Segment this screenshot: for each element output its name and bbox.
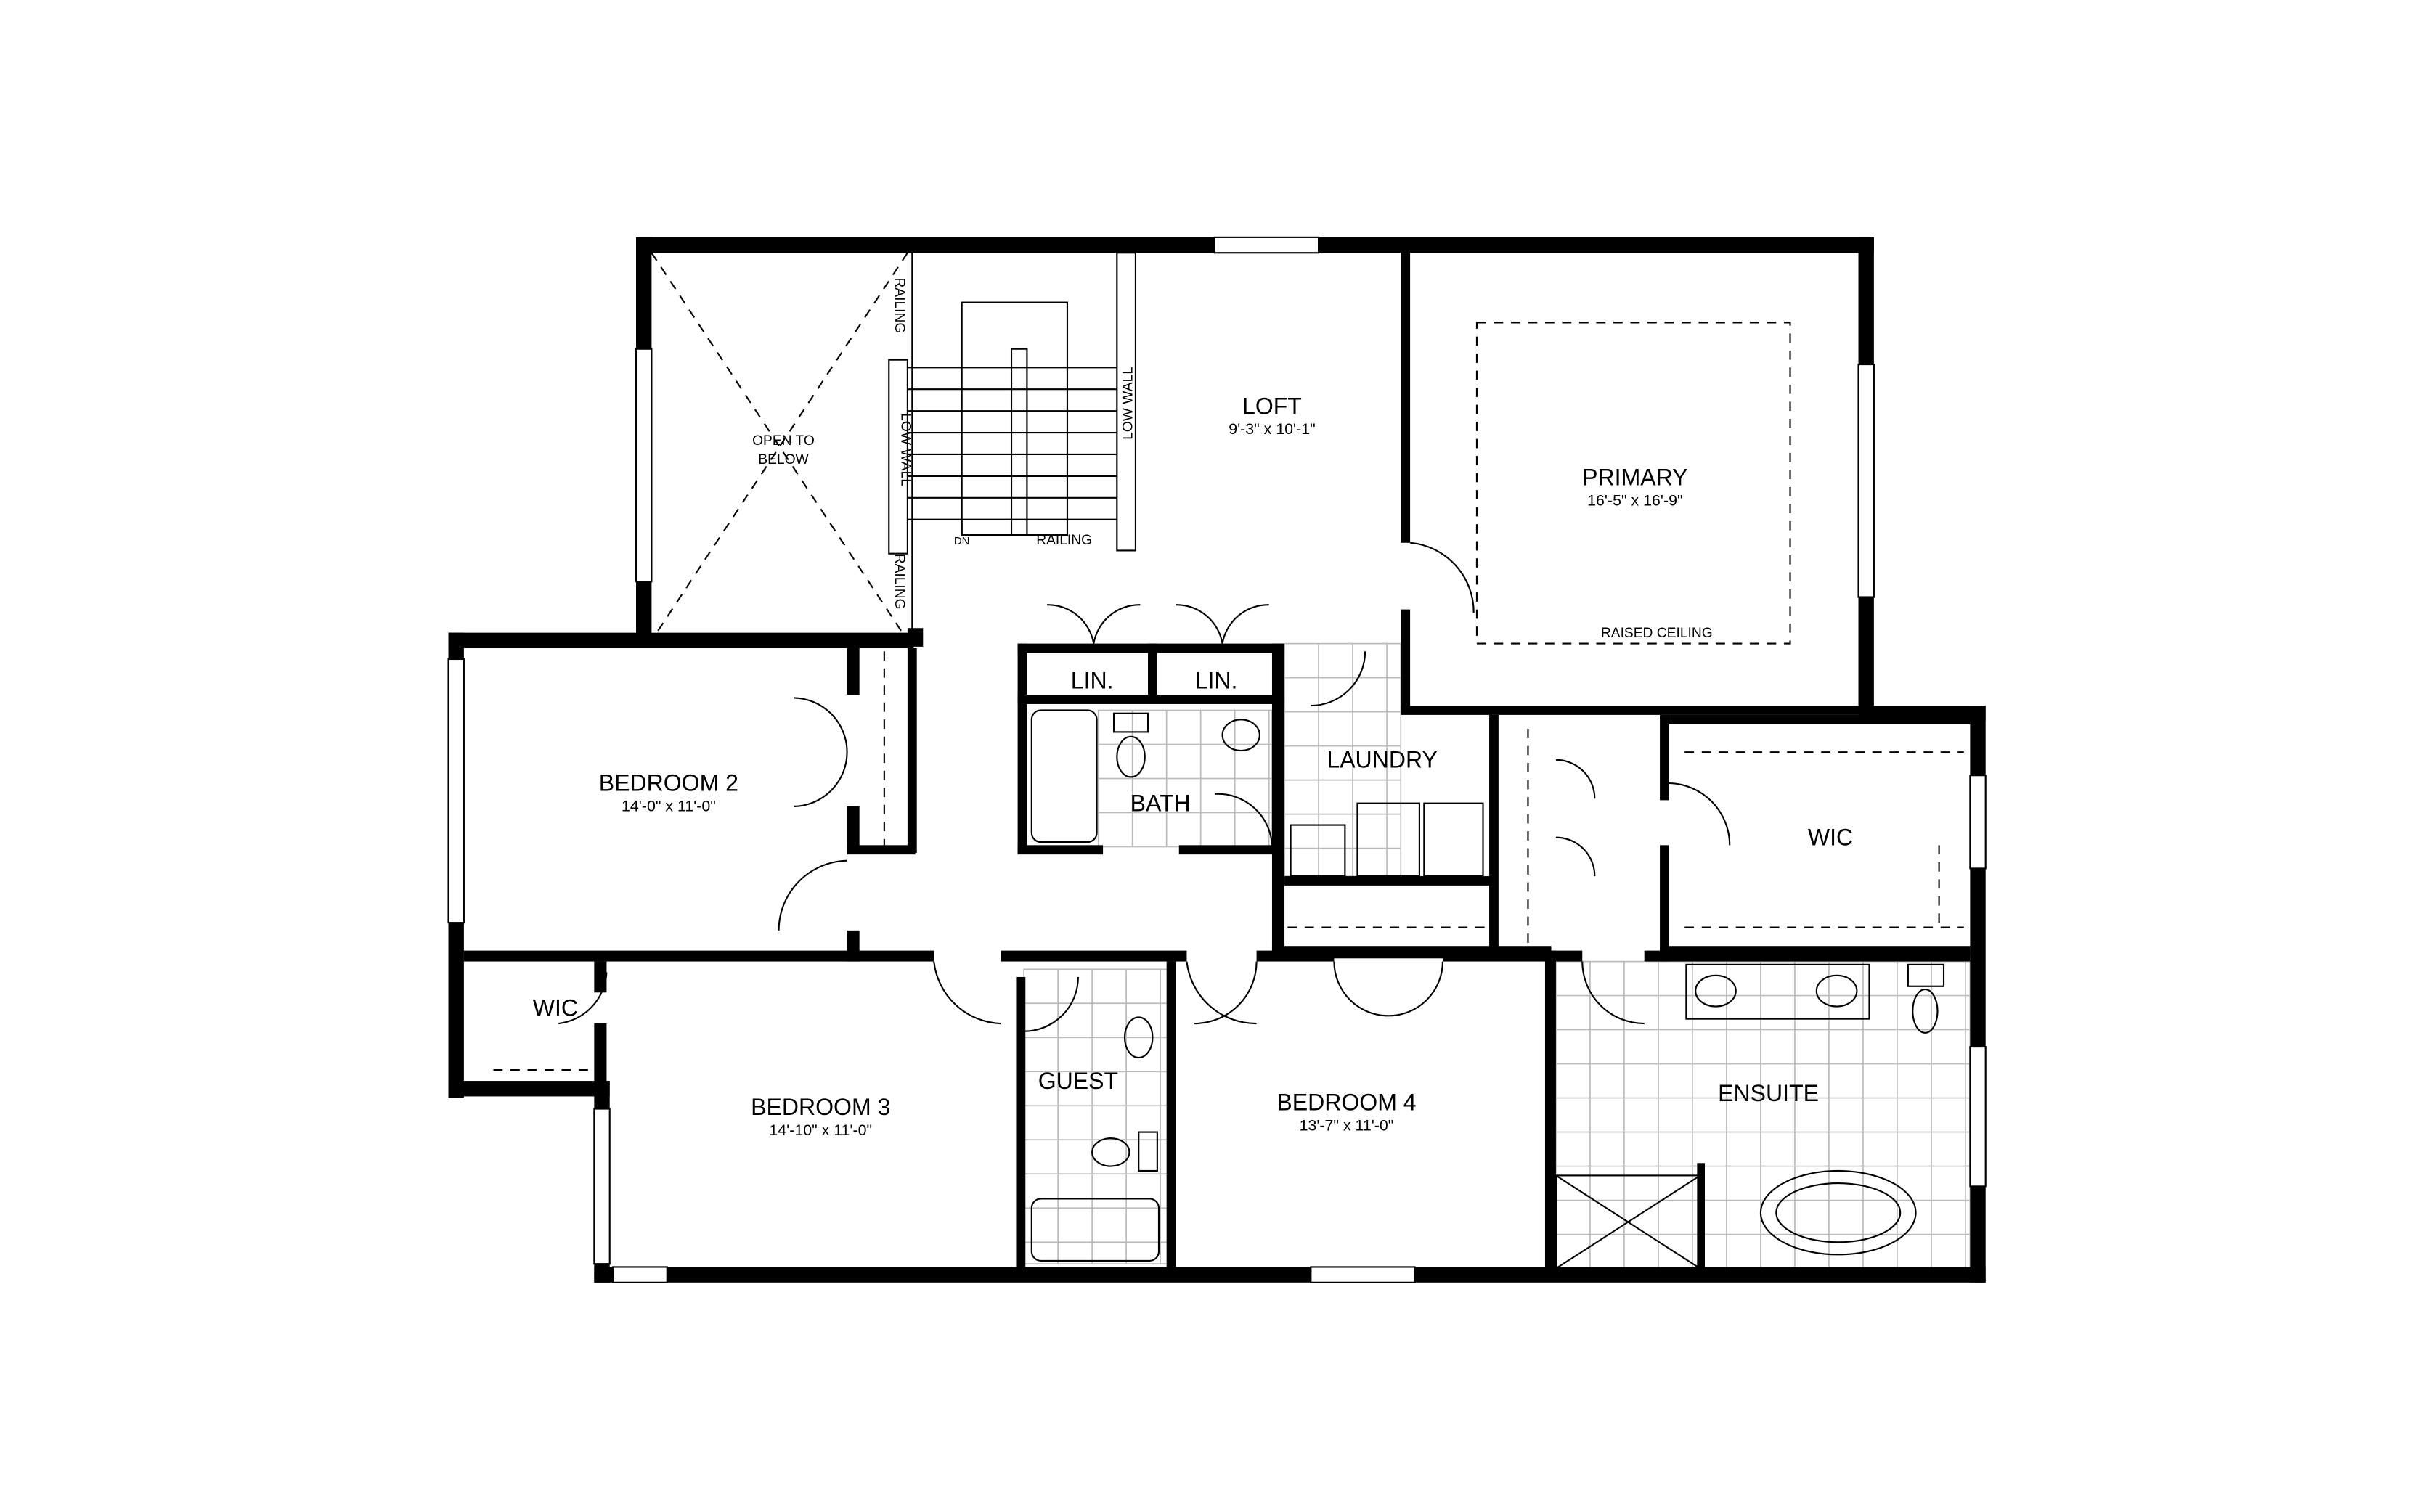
shower	[1555, 1174, 1701, 1270]
railing-stair-label: RAILING	[1036, 533, 1092, 548]
room-primary-dims: 16'-5" x 16'-9"	[1587, 491, 1682, 509]
washer	[1356, 802, 1420, 878]
open-to-below-label-2: BELOW	[758, 452, 809, 467]
staircase	[888, 252, 1137, 555]
windows	[447, 236, 1987, 1283]
room-lin1-name: LIN.	[1071, 668, 1114, 694]
freestanding-tub	[1759, 1169, 1917, 1256]
room-bedroom4-name: BEDROOM 4	[1276, 1090, 1416, 1116]
open-to-below-label-1: OPEN TO	[752, 433, 815, 449]
guest-tub	[1030, 1198, 1160, 1262]
fixtures	[493, 651, 1964, 1270]
door-swings	[558, 542, 1731, 1032]
sink	[1221, 719, 1260, 752]
exterior-walls	[448, 237, 1986, 1283]
room-loft-dims: 9'-3" x 10'-1"	[1229, 420, 1316, 438]
interior-walls	[463, 253, 1971, 1277]
room-laundry-name: LAUNDRY	[1327, 747, 1438, 773]
dryer	[1423, 802, 1484, 878]
room-primary-name: PRIMARY	[1582, 465, 1687, 491]
room-bedroom3-name: BEDROOM 3	[751, 1094, 890, 1120]
room-bedroom4-dims: 13'-7" x 11'-0"	[1300, 1116, 1394, 1134]
room-lin2-name: LIN.	[1195, 668, 1238, 694]
room-bath-name: BATH	[1130, 790, 1191, 816]
railing-top-label: RAILING	[892, 277, 907, 333]
low-wall-right-label: LOW WALL	[1121, 367, 1136, 440]
bathtub	[1030, 709, 1098, 843]
railing-bottom-label: RAILING	[892, 554, 907, 610]
room-ensuite-name: ENSUITE	[1718, 1080, 1819, 1106]
room-labels: LOFT 9'-3" x 10'-1" PRIMARY 16'-5" x 16'…	[533, 277, 1853, 1138]
room-guest-name: GUEST	[1038, 1068, 1118, 1094]
open-to-below	[651, 252, 913, 641]
low-wall-left-label: LOW WALL	[897, 413, 913, 486]
room-wic-bed3-name: WIC	[533, 994, 578, 1021]
raised-ceiling-label: RAISED CEILING	[1601, 626, 1713, 641]
room-bedroom2-dims: 14'-0" x 11'-0"	[622, 797, 716, 814]
room-bedroom2-name: BEDROOM 2	[599, 770, 738, 796]
toilet	[1116, 735, 1146, 778]
room-bedroom3-dims: 14'-10" x 11'-0"	[769, 1121, 872, 1139]
room-loft-name: LOFT	[1242, 393, 1302, 419]
room-wic-primary-name: WIC	[1808, 824, 1853, 850]
stair-down-label: DN	[954, 535, 970, 547]
raised-ceiling-outline	[1475, 322, 1791, 645]
